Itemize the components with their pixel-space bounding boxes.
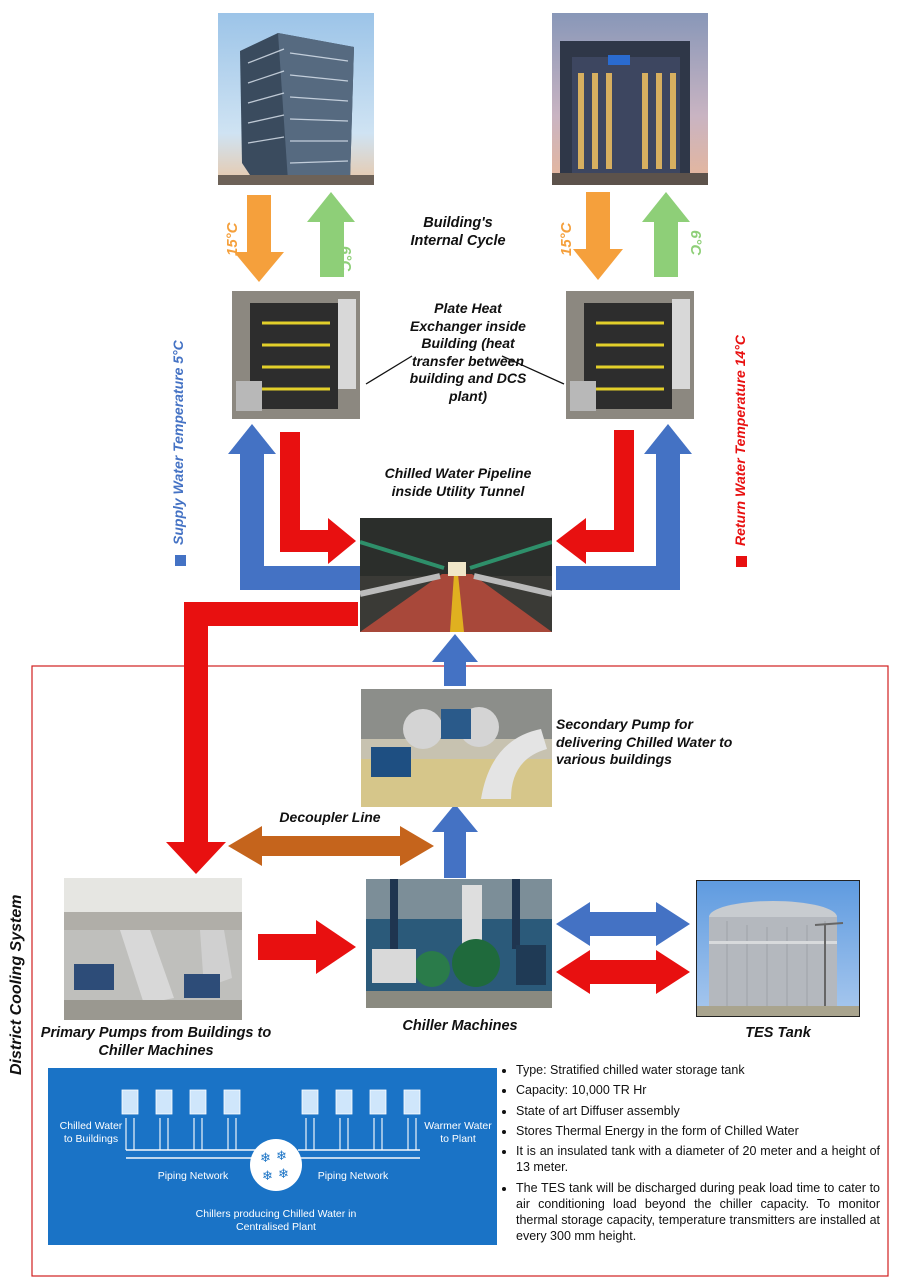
tes-tank-photo — [696, 880, 860, 1017]
piping-network-right-text: Piping Network — [317, 1170, 389, 1182]
primary-to-chiller-red-arrow — [258, 920, 356, 974]
right-building-photo — [552, 13, 708, 185]
dcs-label: District Cooling System — [8, 894, 25, 1075]
return-legend-square — [736, 556, 747, 567]
left-supply-blue-arrow — [228, 424, 360, 590]
tes-bullet-list: Type: Stratified chilled water storage t… — [502, 1062, 880, 1249]
right-return-red-arrow — [556, 430, 634, 564]
piping-network-left-text: Piping Network — [157, 1170, 229, 1182]
right-cold-temp: 6°C — [687, 230, 704, 256]
snowflake-icon: ❄ — [276, 1148, 287, 1163]
decoupler-arrow — [228, 826, 434, 866]
right-hot-arrow — [573, 192, 623, 280]
right-phe-photo — [566, 291, 694, 419]
utility-tunnel-photo — [360, 518, 552, 632]
pipeline-label: Chilled Water Pipeline inside Utility Tu… — [384, 465, 532, 499]
secondary-pump-label: Secondary Pump for delivering Chilled Wa… — [556, 716, 733, 767]
dcs-schematic: ❄ ❄ ❄ ❄ Chilled Water to Buildings Warme… — [48, 1068, 497, 1245]
phe-leader-right — [501, 355, 565, 385]
right-cold-arrow — [642, 192, 690, 277]
snowflake-icon: ❄ — [278, 1166, 289, 1181]
tes-label: TES Tank — [745, 1025, 811, 1041]
phe-label: Plate Heat Exchanger inside Building (he… — [409, 300, 527, 404]
main-return-red-arrow — [166, 602, 358, 874]
chiller-to-secondary-blue-arrow — [432, 804, 478, 878]
right-supply-blue-arrow — [556, 424, 692, 590]
secondary-to-tunnel-blue-arrow — [432, 634, 478, 686]
chillers-producing-text: Chillers producing Chilled Water in Cent… — [195, 1208, 357, 1234]
tes-bullet: It is an insulated tank with a diameter … — [516, 1143, 880, 1176]
left-hot-arrow — [234, 195, 284, 282]
snowflake-icon: ❄ — [260, 1150, 271, 1165]
secondary-pump-photo — [361, 689, 552, 807]
phe-leader-left — [365, 355, 413, 385]
tes-bullet: Stores Thermal Energy in the form of Chi… — [516, 1123, 880, 1139]
building-towers — [121, 1089, 421, 1115]
chiller-tes-blue-arrow — [556, 902, 690, 946]
left-cold-temp: 6°C — [337, 246, 354, 272]
primary-pumps-label: Primary Pumps from Buildings to Chiller … — [40, 1025, 272, 1060]
tes-bullet: State of art Diffuser assembly — [516, 1103, 880, 1119]
tes-bullet: The TES tank will be discharged during p… — [516, 1180, 880, 1245]
chiller-photo — [366, 879, 552, 1008]
tes-bullet: Capacity: 10,000 TR Hr — [516, 1082, 880, 1098]
snowflake-icon: ❄ — [262, 1168, 273, 1183]
internal-cycle-label: Building's Internal Cycle — [410, 215, 506, 250]
chiller-tes-red-arrow — [556, 950, 690, 994]
central-chiller-circle — [250, 1139, 302, 1191]
supply-legend-square — [175, 555, 186, 566]
return-temp-label: Return Water Temperature 14°C — [732, 335, 748, 546]
decoupler-label: Decoupler Line — [279, 809, 381, 825]
left-building-photo — [218, 13, 374, 185]
chiller-label: Chiller Machines — [402, 1018, 518, 1034]
left-phe-photo — [232, 291, 360, 419]
chilled-to-buildings-text: Chilled Water to Buildings — [59, 1120, 123, 1145]
tes-bullet: Type: Stratified chilled water storage t… — [516, 1062, 880, 1078]
right-hot-temp: 15°C — [558, 222, 575, 256]
supply-temp-label: Supply Water Temperature 5°C — [170, 340, 186, 545]
left-hot-temp: 15°C — [224, 222, 241, 256]
left-cold-arrow — [307, 192, 355, 277]
primary-pumps-photo — [64, 878, 242, 1020]
left-return-red-arrow — [280, 432, 356, 564]
warmer-to-plant-text: Warmer Water to Plant — [424, 1120, 492, 1145]
